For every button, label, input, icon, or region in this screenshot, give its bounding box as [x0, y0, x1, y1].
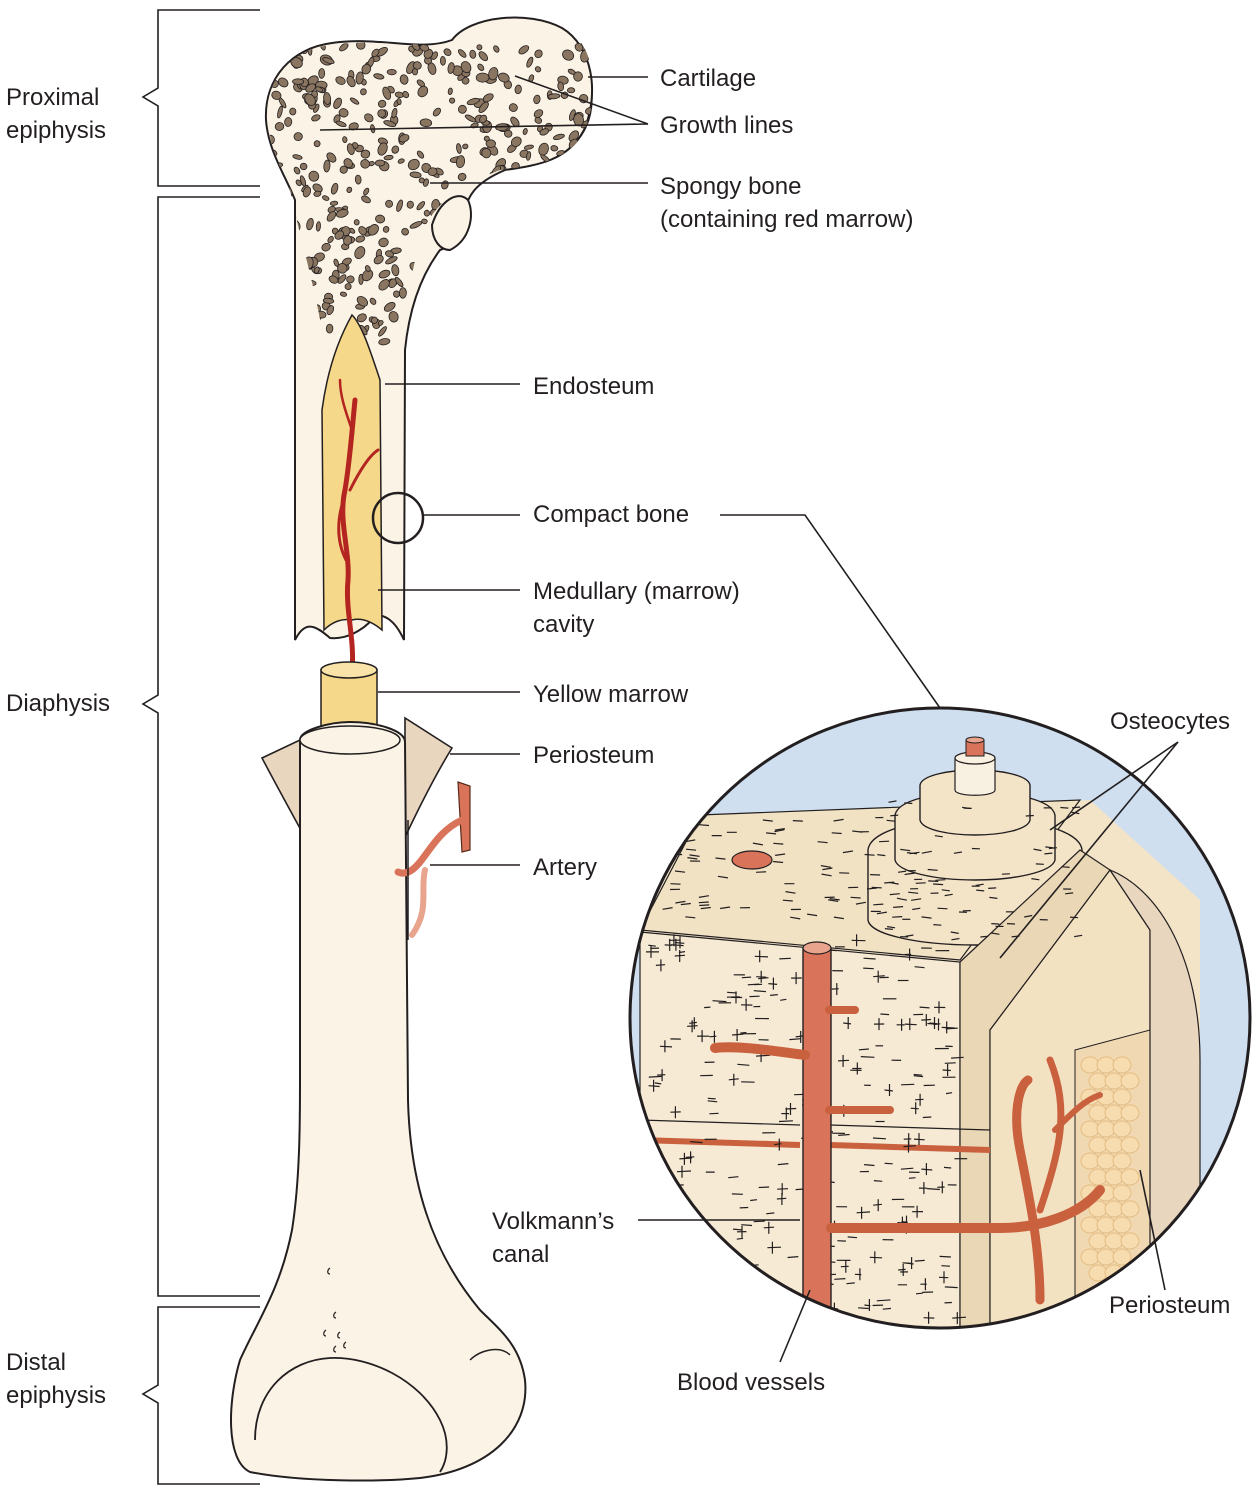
label-periosteum: Periosteum: [533, 742, 654, 769]
cavity-vessel: [340, 397, 358, 673]
compact-bone-magnified: [628, 706, 1252, 1330]
label-endosteum: Endosteum: [533, 373, 654, 400]
label-periosteum-detail: Periosteum: [1109, 1292, 1230, 1319]
label-osteocytes: Osteocytes: [1110, 708, 1230, 735]
greater-trochanter: [430, 195, 472, 252]
compact-bone-circle: [371, 491, 425, 545]
femur-upper-section: [264, 16, 594, 673]
label-artery: Artery: [533, 854, 597, 881]
femur-lower-section: [230, 661, 527, 1482]
region-brackets: [141, 9, 260, 1485]
label-diaphysis: Diaphysis: [6, 690, 110, 717]
artery-vessel: [457, 781, 471, 853]
label-medullary-cavity: Medullary (marrow)cavity: [533, 578, 740, 638]
label-yellow-marrow: Yellow marrow: [533, 681, 689, 708]
label-growth-lines: Growth lines: [660, 112, 793, 139]
leader-lines: [319, 75, 1179, 1363]
foramina: [323, 1267, 347, 1353]
label-cartilage: Cartilage: [660, 65, 756, 92]
label-blood-vessels: Blood vessels: [677, 1369, 825, 1396]
label-spongy-bone: Spongy bone(containing red marrow): [660, 173, 913, 233]
diaphysis-shaft: [230, 720, 527, 1482]
label-compact-bone: Compact bone: [533, 501, 689, 528]
